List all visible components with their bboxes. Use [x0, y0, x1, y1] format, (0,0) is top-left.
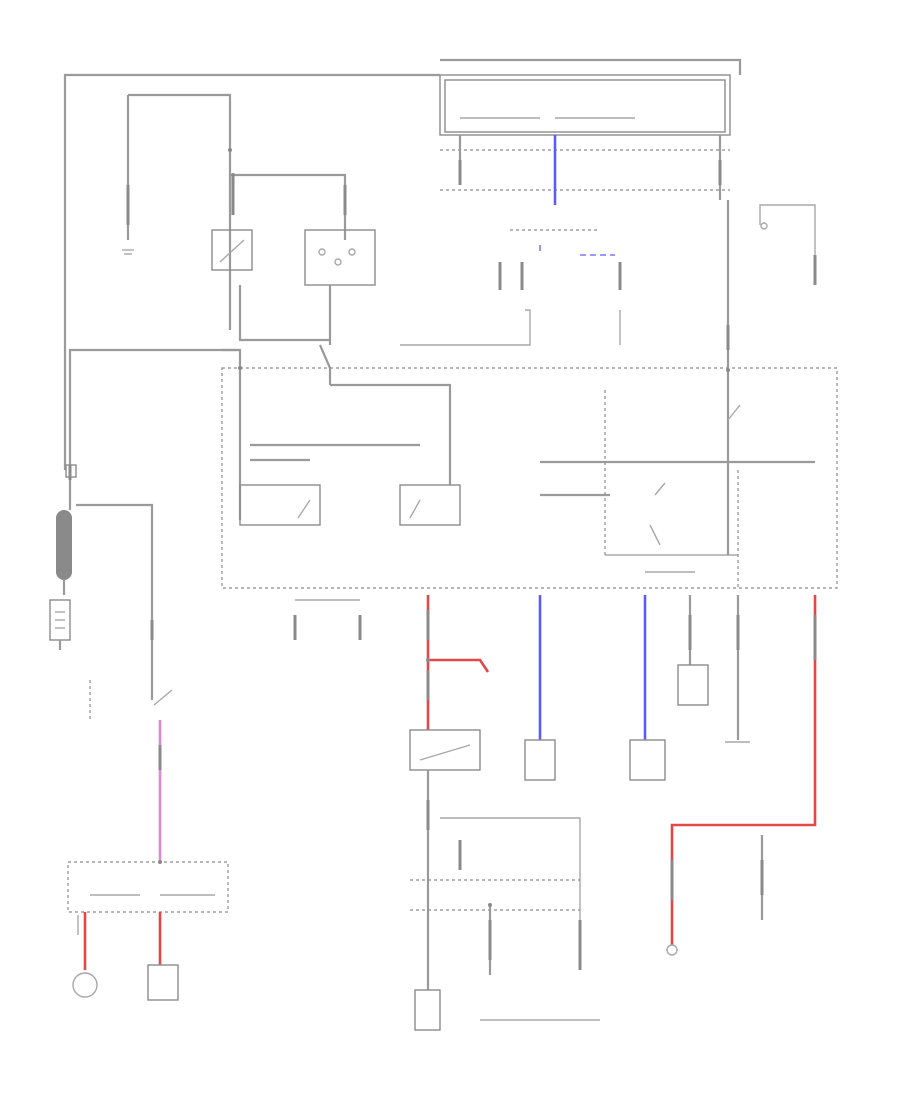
red-feed-center — [409, 595, 490, 1031]
red-right-circuit — [666, 595, 817, 956]
main-relay-box — [68, 344, 838, 589]
right-outputs — [677, 595, 750, 743]
junction-dots — [158, 148, 730, 907]
alternator-circuit — [726, 200, 817, 370]
cluster-relay — [211, 150, 376, 345]
battery-circuit — [49, 464, 77, 650]
middle-connector-area — [400, 229, 622, 346]
fuse-block-outputs — [458, 135, 722, 205]
fuse-block-top — [439, 74, 731, 191]
upper-left-ground-circuit — [122, 93, 232, 255]
top-feed-wire — [63, 58, 742, 470]
bottom-left-grounds — [293, 599, 362, 640]
lower-center-box — [410, 817, 600, 1021]
junction-block-lower-left — [67, 861, 229, 1001]
blue-outputs — [524, 595, 666, 781]
ignition-switch-circuit — [76, 503, 173, 862]
